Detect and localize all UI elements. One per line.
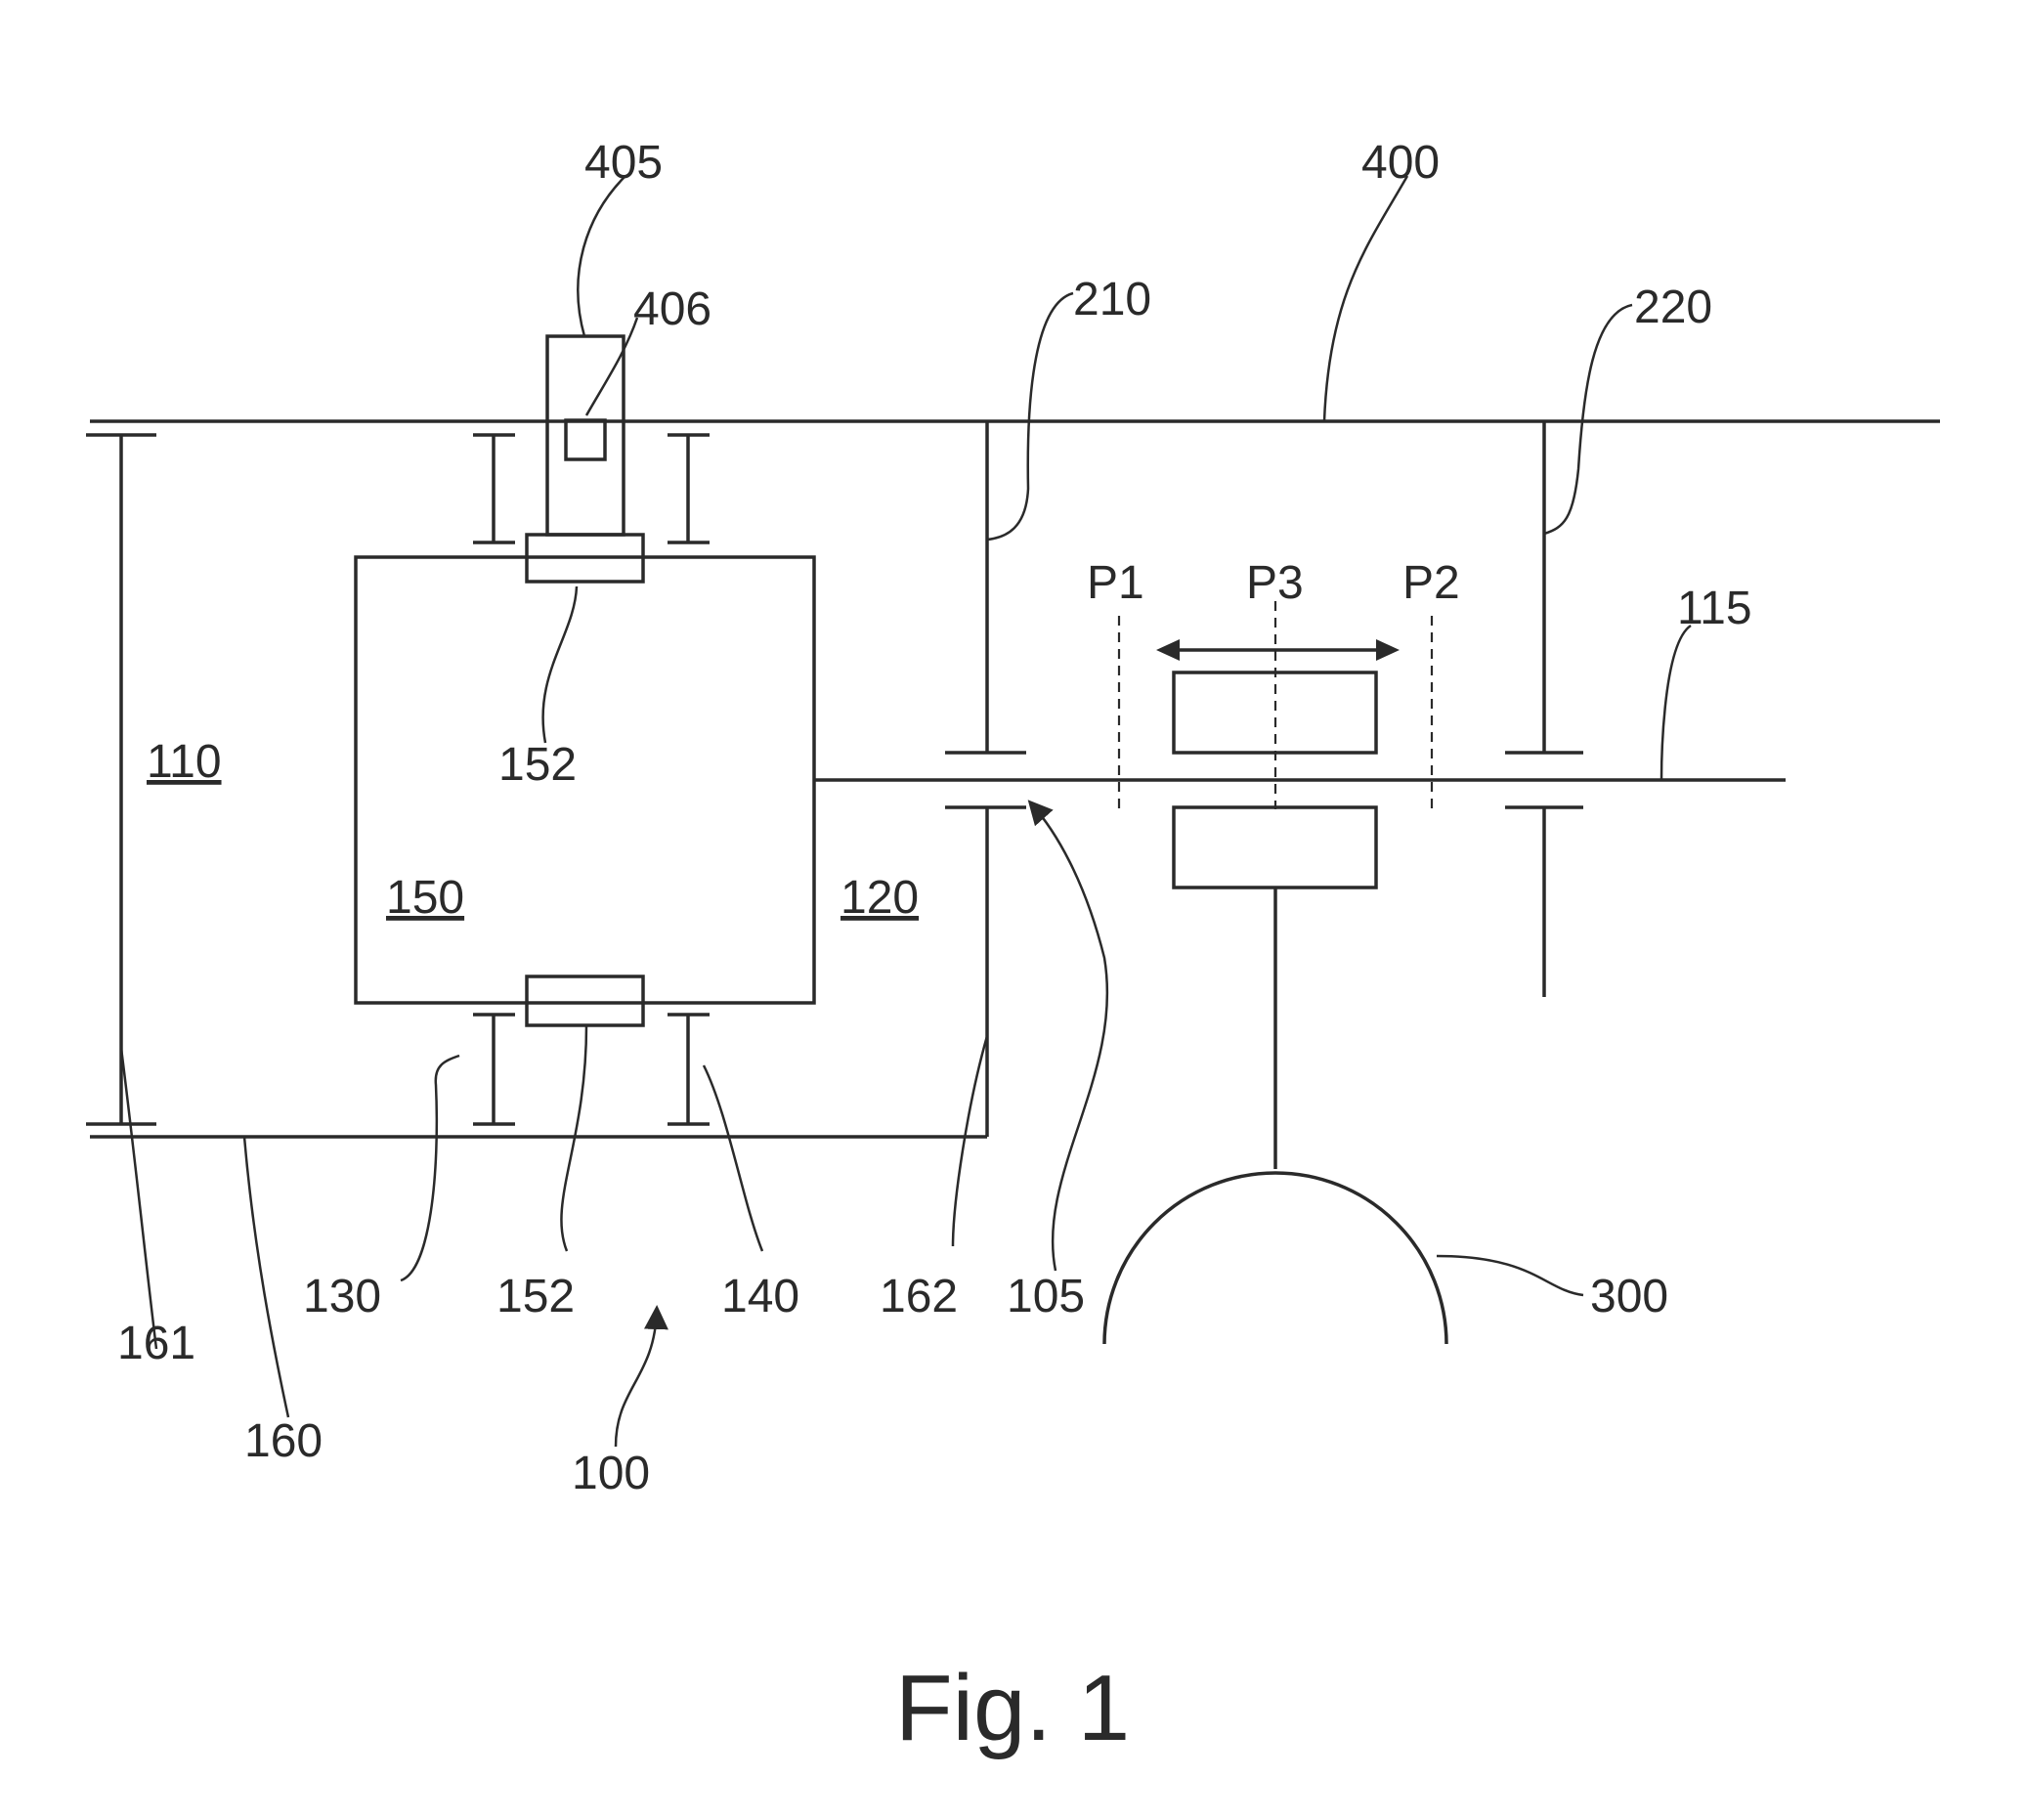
- wall-220: [1505, 421, 1583, 997]
- housing-160: [90, 807, 989, 1139]
- label-115: 115: [1677, 583, 1752, 634]
- label-120: 120: [841, 872, 919, 924]
- label-110: 110: [147, 736, 222, 788]
- position-lines: [1117, 601, 1434, 809]
- label-406: 406: [633, 283, 711, 335]
- figure-caption: Fig. 1: [895, 1656, 1130, 1760]
- upper-supports: [473, 433, 710, 544]
- sensor-element-406: [564, 418, 607, 461]
- leader-lines: [119, 175, 1692, 1448]
- label-p3: P3: [1246, 557, 1304, 609]
- lower-support-140: [668, 1013, 710, 1126]
- label-130: 130: [303, 1271, 381, 1322]
- actuator-300: [1102, 1171, 1448, 1345]
- slider-element: [1172, 671, 1378, 1169]
- label-152-upper: 152: [498, 739, 577, 791]
- lower-support-130: [473, 1013, 515, 1126]
- label-162: 162: [880, 1271, 958, 1322]
- wall-210: [945, 421, 1026, 809]
- label-100: 100: [572, 1448, 650, 1499]
- label-p2: P2: [1402, 557, 1460, 609]
- label-160: 160: [244, 1415, 323, 1467]
- label-161: 161: [117, 1318, 195, 1369]
- label-p1: P1: [1087, 557, 1144, 609]
- label-150: 150: [386, 872, 464, 924]
- carrier-150: [354, 555, 816, 1005]
- label-405: 405: [584, 137, 663, 189]
- support-161: [86, 433, 156, 1126]
- label-220: 220: [1634, 282, 1712, 333]
- label-210: 210: [1073, 274, 1151, 325]
- label-300: 300: [1590, 1271, 1668, 1322]
- label-400: 400: [1361, 137, 1440, 189]
- lower-bearing-152: [525, 975, 645, 1027]
- double-arrow: [1156, 639, 1400, 661]
- label-140: 140: [721, 1271, 799, 1322]
- label-105: 105: [1007, 1271, 1085, 1322]
- label-152-lower: 152: [496, 1271, 575, 1322]
- sensor-405: [545, 334, 625, 537]
